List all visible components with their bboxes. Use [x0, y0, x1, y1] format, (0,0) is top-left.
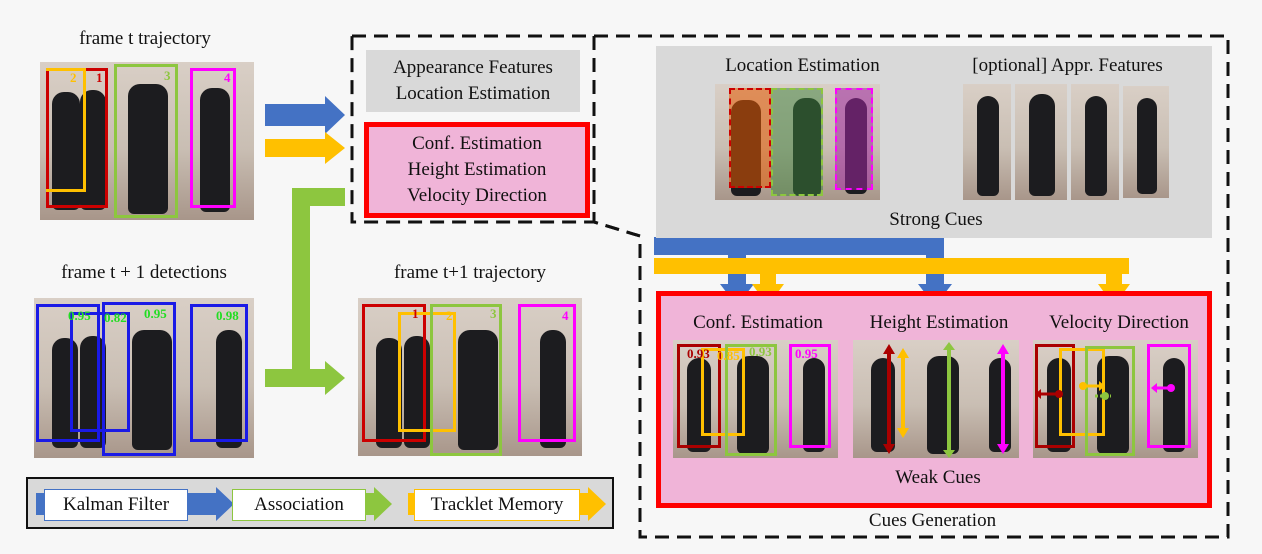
t1-track-id-2: 2	[446, 308, 453, 323]
height-estimation-label: Height Estimation	[869, 312, 1009, 333]
conf-box-4	[789, 344, 831, 448]
frame-t1-trajectory-image: 1 2 3 4	[358, 298, 582, 456]
conf-score-1: 0.93	[687, 346, 710, 361]
frame-t-label: frame t trajectory	[79, 28, 211, 49]
t1-track-box-2	[398, 312, 456, 432]
conf-box-2	[701, 348, 745, 436]
loc-box-4	[835, 88, 873, 190]
appr-features-label: [optional] Appr. Features	[972, 55, 1163, 76]
det-box-1	[36, 304, 100, 442]
conf-score-3: 0.93	[749, 344, 772, 359]
track-id-3: 3	[164, 68, 171, 83]
conf-estimation-image: 0.93 0.85 0.93 0.95	[673, 340, 838, 458]
dashed-separator	[592, 36, 641, 238]
cues-generation-label: Cues Generation	[868, 510, 997, 531]
det-box-3	[102, 302, 176, 456]
track-id-4: 4	[224, 70, 231, 85]
frame-t-image: 2 1 3 4	[40, 62, 254, 220]
yellow-arrow-to-weak	[265, 132, 345, 164]
weak-box-line-2: Height Estimation	[407, 159, 547, 180]
appr-crop-4	[1123, 86, 1169, 198]
track-box-3	[114, 64, 178, 218]
weak-box-line-3: Velocity Direction	[407, 185, 547, 206]
loc-box-1	[729, 88, 771, 188]
t1-track-id-3: 3	[490, 306, 497, 321]
dashed-outline	[350, 34, 1230, 539]
frame-t1-trajectory-label: frame t+1 trajectory	[393, 262, 547, 283]
appr-crop-2	[1015, 84, 1067, 200]
legend-association: Association	[232, 489, 366, 521]
weak-box-line-1: Conf. Estimation	[412, 133, 542, 154]
loc-box-3	[771, 88, 823, 196]
t1-track-box-1	[362, 304, 426, 442]
vel-box-3	[1085, 346, 1135, 456]
conf-box-1	[677, 344, 721, 448]
vel-box-1	[1035, 344, 1075, 448]
appr-crop-3	[1071, 84, 1119, 200]
det-score-4: 0.98	[216, 308, 239, 323]
green-association-path	[265, 188, 345, 395]
det-score-1: 0.95	[68, 308, 91, 323]
location-estimation-image	[715, 84, 880, 200]
appr-crop-1	[963, 84, 1011, 200]
det-score-3: 0.95	[144, 306, 167, 321]
t1-track-box-3	[430, 304, 502, 456]
height-estimation-image	[853, 340, 1019, 458]
yellow-flow-arrows	[654, 258, 1130, 306]
legend: Kalman Filter Association Tracklet Memor…	[26, 477, 614, 529]
track-box-2	[46, 68, 86, 192]
det-box-2	[70, 312, 130, 432]
det-box-4	[190, 304, 248, 442]
det-score-2: 0.82	[104, 310, 127, 325]
velocity-direction-label: Velocity Direction	[1049, 312, 1189, 333]
weak-cues-box: Conf. Estimation Height Estimation Veloc…	[364, 122, 590, 218]
legend-tracklet-memory: Tracklet Memory	[414, 489, 580, 521]
t1-track-box-4	[518, 304, 576, 442]
strong-cues-box: Appearance Features Location Estimation	[366, 50, 580, 112]
conf-score-4: 0.95	[795, 346, 818, 361]
conf-score-2: 0.85	[717, 348, 740, 363]
vel-box-4	[1147, 344, 1191, 448]
t1-track-id-1: 1	[412, 306, 419, 321]
frame-t1-detections-label: frame t + 1 detections	[61, 262, 227, 283]
weak-cues-title: Weak Cues	[895, 467, 981, 488]
t1-track-id-4: 4	[562, 308, 569, 323]
strong-cues-title: Strong Cues	[889, 209, 983, 230]
track-id-1: 1	[96, 70, 103, 85]
blue-arrow-to-strong	[265, 96, 345, 134]
height-arrows	[883, 342, 1009, 458]
strong-box-line-1: Appearance Features	[393, 57, 553, 78]
appr-features-crops	[963, 84, 1169, 200]
legend-kalman-filter: Kalman Filter	[44, 489, 188, 521]
conf-estimation-label: Conf. Estimation	[693, 312, 823, 333]
frame-t1-detections-image: 0.95 0.82 0.95 0.98	[34, 298, 254, 458]
strong-box-line-2: Location Estimation	[395, 83, 551, 104]
conf-box-3	[725, 344, 777, 456]
location-estimation-label: Location Estimation	[725, 55, 880, 76]
velocity-arrows	[1035, 381, 1175, 400]
track-box-4	[190, 68, 236, 208]
track-id-2: 2	[70, 70, 77, 85]
velocity-direction-image	[1033, 340, 1198, 458]
